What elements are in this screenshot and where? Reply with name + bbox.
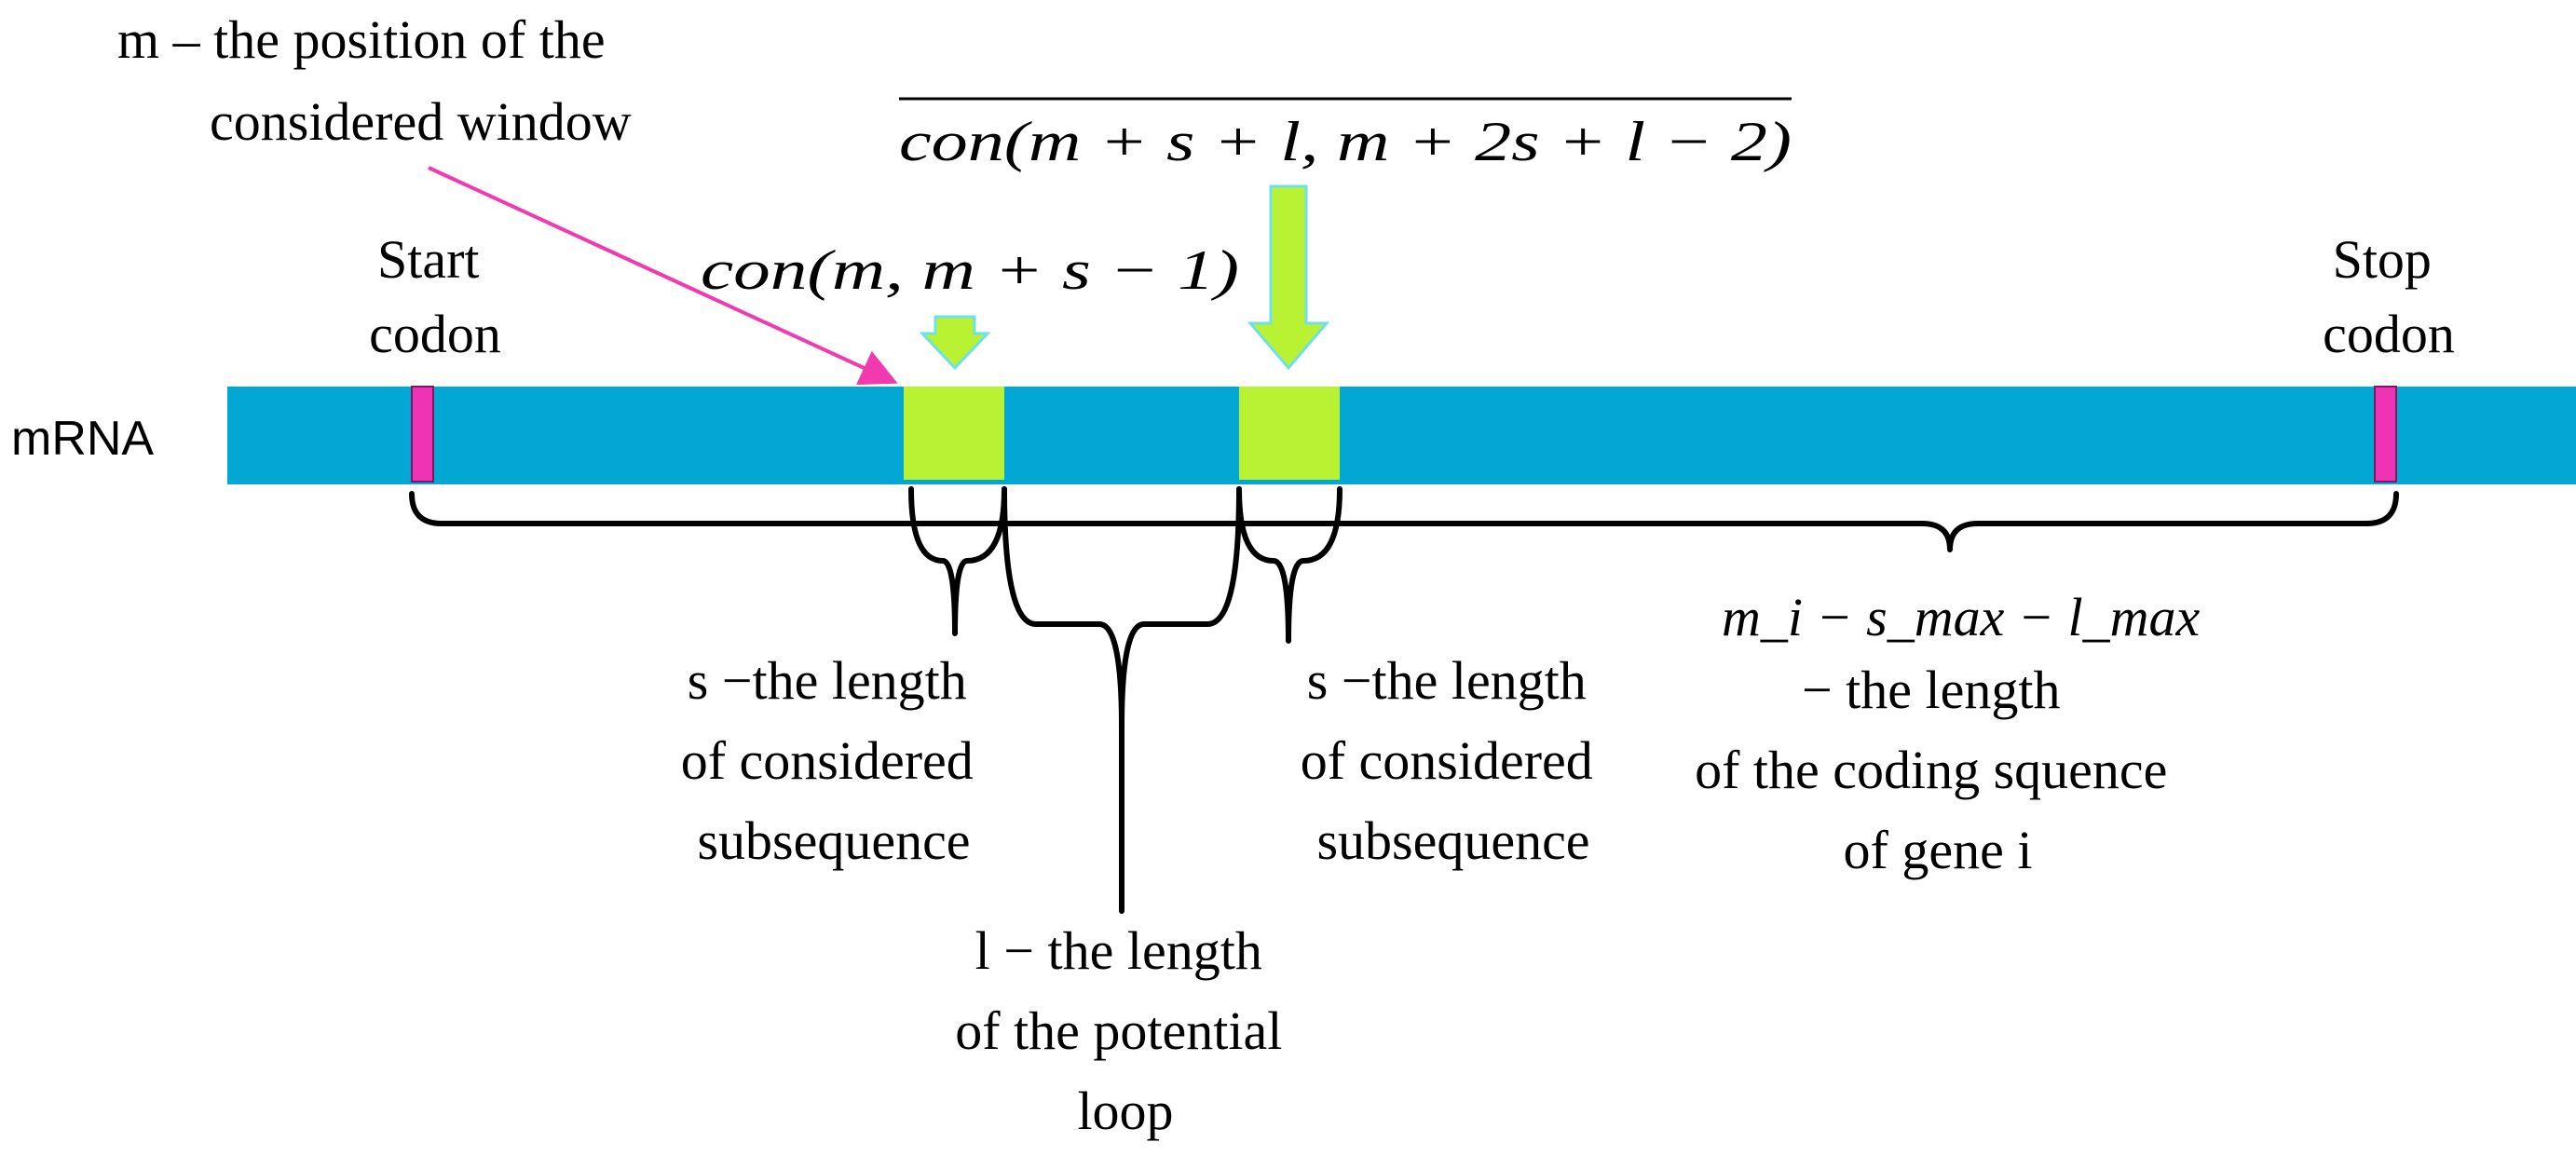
loop-label: l − the length of the potential loop xyxy=(955,920,1296,1141)
second-subsequence-label: s −the length of considered subsequence xyxy=(1301,650,1607,871)
coding-sequence-label: − the length of the coding squence of ge… xyxy=(1695,660,2181,880)
window-second-subsequence xyxy=(1239,387,1340,480)
con-first-formula: con(m, m + s − 1) xyxy=(701,239,1239,301)
down-arrow-icon xyxy=(919,315,991,371)
window-position-label: m – the position of the considered windo… xyxy=(117,9,632,152)
coding-sequence-formula: m_i − s_max − l_max xyxy=(1722,587,2200,647)
stop-codon-marker xyxy=(2374,386,2397,483)
first-subsequence-brace xyxy=(908,486,1007,636)
window-first-subsequence xyxy=(904,387,1004,480)
con-second-formula: con(m + s + l, m + 2s + l − 2) xyxy=(899,111,1792,172)
stop-codon-label: Stop codon xyxy=(2323,229,2455,364)
start-codon-label: Start codon xyxy=(369,229,501,364)
mrna-strand xyxy=(227,387,2576,484)
second-subsequence-brace xyxy=(1236,486,1343,644)
coding-sequence-brace xyxy=(409,491,2399,552)
start-codon-marker xyxy=(411,386,434,483)
mrna-label: mRNA xyxy=(11,412,154,466)
first-subsequence-label: s −the length of considered subsequence xyxy=(681,650,988,871)
window-position-pointer-arrow xyxy=(428,166,898,386)
down-arrow-icon xyxy=(1247,184,1330,371)
